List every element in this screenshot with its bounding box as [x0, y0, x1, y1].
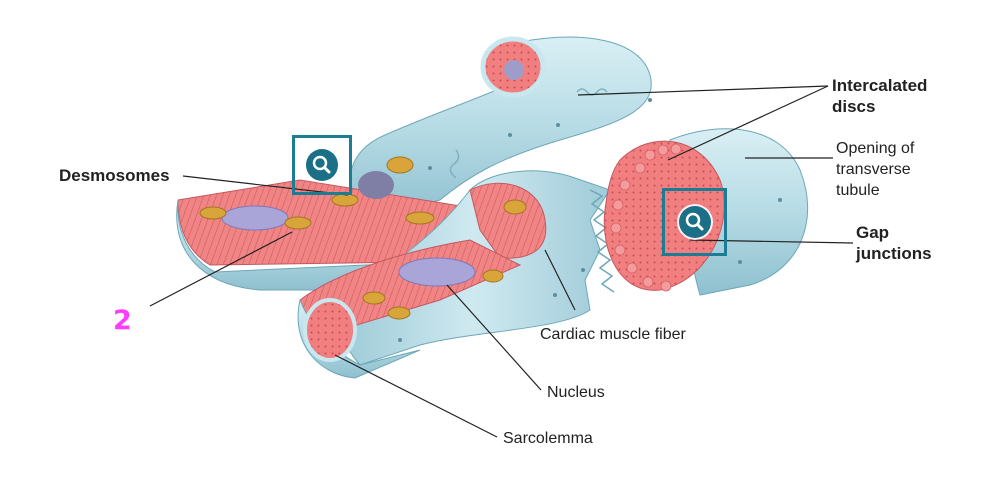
sarcolemma-label: Sarcolemma — [503, 430, 593, 447]
front-fiber — [297, 170, 615, 379]
desmosomes-label: Desmosomes — [59, 166, 170, 185]
desmosomes-zoom-button[interactable] — [292, 135, 352, 195]
opening-of-transverse-tubule-label: Opening of transverse tubule — [836, 138, 914, 201]
unknown-structure-marker: 2 — [113, 305, 132, 336]
gap-junctions-line-2: junctions — [856, 244, 932, 263]
intercalated-discs-label: Intercalated discs — [832, 75, 927, 117]
surface-dots — [398, 98, 782, 342]
gap-junctions-line-1: Gap — [856, 223, 890, 242]
opening-line-3: tubule — [836, 182, 880, 199]
opening-line-2: transverse — [836, 161, 911, 178]
intercalated-discs-line-2: discs — [832, 97, 876, 116]
opening-line-1: Opening of — [836, 140, 915, 157]
magnifier-icon — [678, 206, 711, 238]
gap-junctions-label: Gap junctions — [856, 222, 932, 264]
cardiac-muscle-fiber-label: Cardiac muscle fiber — [540, 326, 686, 343]
magnifier-icon — [306, 149, 338, 181]
leader-lines — [149, 85, 854, 438]
intercalated-discs-line-1: Intercalated — [832, 76, 928, 95]
gap-junctions-zoom-button[interactable] — [662, 188, 727, 256]
nucleus-label: Nucleus — [547, 384, 605, 401]
upper-fiber — [349, 36, 652, 221]
